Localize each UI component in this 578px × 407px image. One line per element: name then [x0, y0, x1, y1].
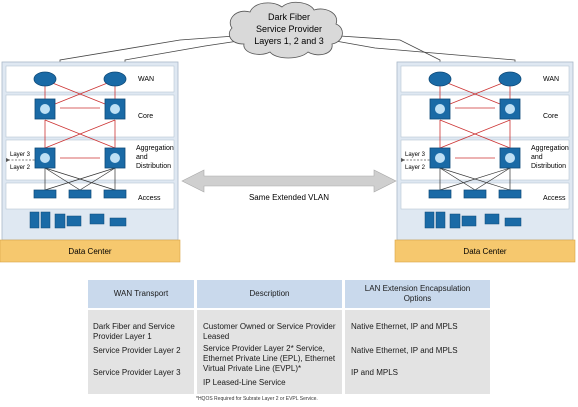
- tier-wan-left: WAN: [138, 76, 154, 83]
- layer2-label-right: Layer 2: [405, 165, 426, 171]
- core-switch-icon: [429, 98, 521, 120]
- svg-text:Distribution: Distribution: [531, 163, 566, 170]
- cloud-line-2: Service Provider: [256, 24, 322, 34]
- aggregation-switch-icon: [429, 147, 521, 169]
- tier-aggregation-left: Aggregation: [136, 145, 174, 152]
- svg-text:Distribution: Distribution: [136, 163, 171, 170]
- data-center-right: Data Center WAN Core Aggregation and Dis…: [394, 61, 576, 263]
- data-center-label-right: Data Center: [463, 247, 506, 256]
- table-row-2-wan: Service Provider Layer 2: [93, 346, 181, 355]
- data-center-label-left: Data Center: [68, 247, 111, 256]
- extended-vlan-label: Same Extended VLAN: [249, 193, 329, 202]
- tier-wan-right: WAN: [543, 76, 559, 83]
- svg-text:and: and: [531, 154, 543, 161]
- wan-router-icon: [33, 71, 127, 87]
- layer3-label-right: Layer 3: [405, 152, 426, 158]
- table-column-wan: [88, 310, 194, 394]
- table-row-1-wan: Dark Fiber and Service Provider Layer 1: [93, 322, 175, 341]
- tier-aggregation-right: Aggregation: [531, 145, 569, 152]
- aggregation-switch-icon: [34, 147, 126, 169]
- tier-access-right: Access: [543, 195, 566, 202]
- server-icon: [29, 211, 127, 229]
- tier-core-right: Core: [543, 113, 558, 120]
- layer2-label-left: Layer 2: [10, 165, 31, 171]
- table-row-3-encapsulation: IP and MPLS: [351, 368, 398, 377]
- access-switch-icon: [33, 189, 127, 199]
- table-header-description: Description: [197, 280, 342, 308]
- table-header-wan-transport: WAN Transport: [88, 280, 194, 308]
- tier-core-left: Core: [138, 113, 153, 120]
- table-row-2-encapsulation: Native Ethernet, IP and MPLS: [351, 346, 458, 355]
- table-footnote: *HQOS Required for Subrate Layer 2 or EV…: [196, 396, 318, 402]
- service-provider-cloud: Dark Fiber Service Provider Layers 1, 2 …: [228, 1, 343, 59]
- access-switch-icon: [428, 189, 522, 199]
- tier-access-left: Access: [138, 195, 161, 202]
- data-center-band-right: [394, 239, 576, 263]
- table-row-2-description: Service Provider Layer 2* Service, Ether…: [203, 344, 336, 373]
- cloud-line-3: Layers 1, 2 and 3: [254, 36, 324, 46]
- data-center-left: Data Center WAN Core Aggregation and Dis…: [0, 61, 181, 263]
- wan-router-icon: [428, 71, 522, 87]
- table-row-1-description: Customer Owned or Service Provider Lease…: [203, 322, 336, 341]
- svg-text:and: and: [136, 154, 148, 161]
- server-icon: [424, 211, 522, 229]
- extended-vlan-arrow: Same Extended VLAN: [181, 169, 397, 202]
- table-row-3-wan: Service Provider Layer 3: [93, 368, 181, 377]
- layer3-label-left: Layer 3: [10, 152, 31, 158]
- core-switch-icon: [34, 98, 126, 120]
- table-row-3-description: IP Leased-Line Service: [203, 378, 286, 387]
- table-row-1-encapsulation: Native Ethernet, IP and MPLS: [351, 322, 458, 331]
- data-center-band-left: [0, 239, 181, 263]
- table-column-encapsulation: [345, 310, 490, 394]
- table-header-encapsulation: LAN Extension Encapsulation Options: [345, 280, 490, 308]
- cloud-line-1: Dark Fiber: [268, 12, 310, 22]
- table-column-description: [197, 310, 342, 394]
